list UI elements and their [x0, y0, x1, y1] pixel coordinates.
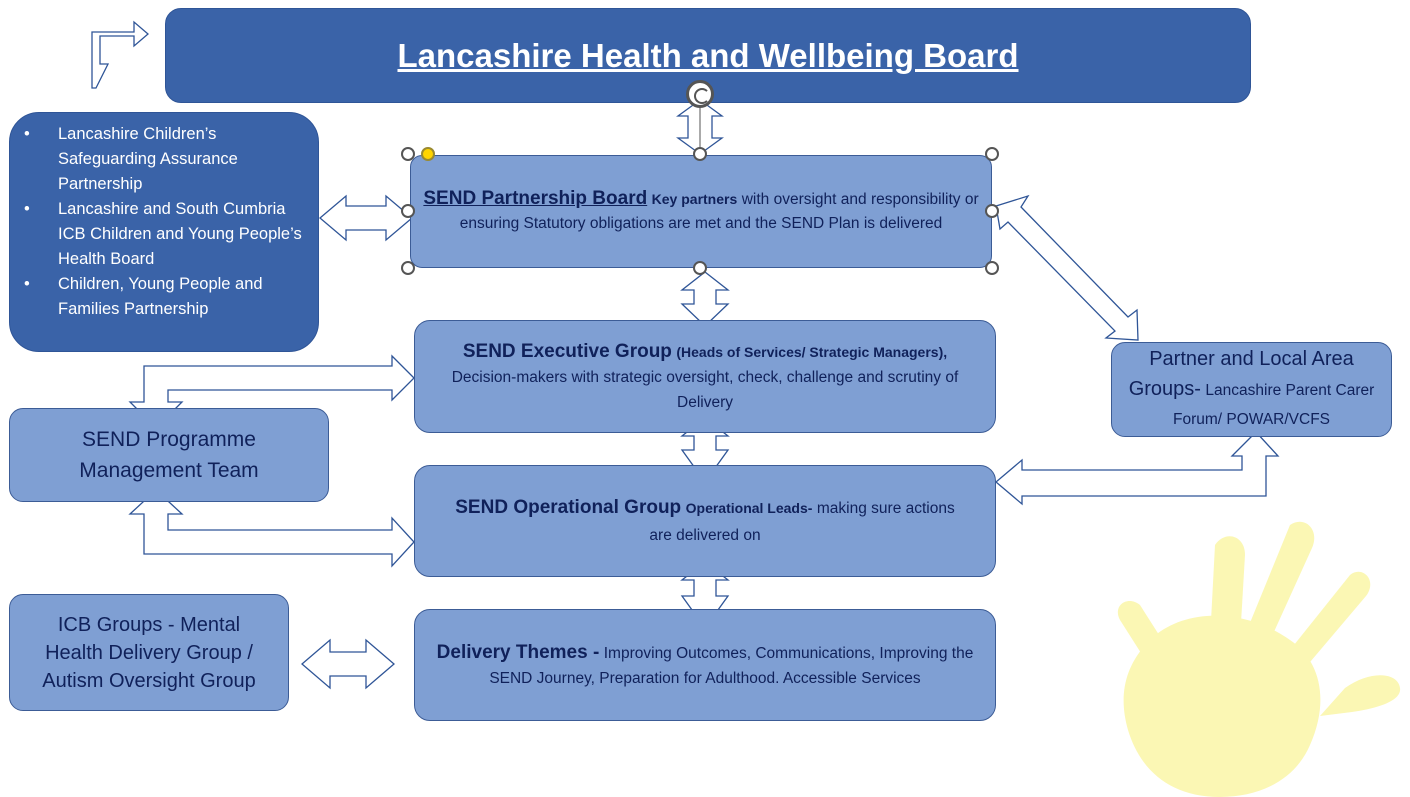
resize-handle-s[interactable] [693, 261, 707, 275]
arrow-partnership-partner-groups [995, 194, 1139, 341]
operational-group-text: SEND Operational Group Operational Leads… [455, 494, 955, 549]
executive-group-bold: (Heads of Services/ Strategic Managers), [676, 343, 948, 360]
list-item: Lancashire Children’s Safeguarding Assur… [24, 122, 308, 197]
partner-local-area-groups-box[interactable]: Partner and Local Area Groups- Lancashir… [1111, 342, 1392, 437]
executive-group-heading: SEND Executive Group [462, 340, 672, 362]
list-item: Children, Young People and Families Part… [24, 272, 308, 322]
safeguarding-partnerships-box[interactable]: Lancashire Children’s Safeguarding Assur… [9, 112, 319, 352]
partnership-board-bold: Key partners [651, 191, 738, 207]
send-partnership-board-box[interactable]: SEND Partnership Board Key partners with… [410, 155, 992, 268]
delivery-themes-box[interactable]: Delivery Themes - Improving Outcomes, Co… [414, 609, 996, 721]
operational-group-desc: making sure actions are delivered on [649, 499, 955, 544]
partner-groups-desc: Lancashire Parent Carer Forum/ POWAR/VCF… [1172, 382, 1375, 428]
resize-handle-nw[interactable] [401, 147, 415, 161]
arrow-icb-delivery [301, 638, 395, 690]
adjust-handle[interactable] [421, 147, 435, 161]
send-operational-group-box[interactable]: SEND Operational Group Operational Leads… [414, 465, 996, 577]
arrow-partner-operational [994, 431, 1280, 506]
delivery-themes-text: Delivery Themes - Improving Outcomes, Co… [433, 640, 977, 691]
icb-groups-box[interactable]: ICB Groups - Mental Health Delivery Grou… [9, 594, 289, 711]
partner-groups-heading: Partner and Local Area Groups- [1128, 348, 1354, 400]
executive-group-desc: Decision-makers with strategic oversight… [451, 368, 959, 411]
yellow-handprint-icon [1117, 521, 1401, 797]
operational-group-heading: SEND Operational Group [455, 496, 682, 518]
icb-groups-text: ICB Groups - Mental Health Delivery Grou… [42, 613, 256, 692]
resize-handle-se[interactable] [985, 261, 999, 275]
board-title: Lancashire Health and Wellbeing Board [397, 36, 1019, 74]
executive-group-text: SEND Executive Group (Heads of Services/… [441, 339, 969, 415]
operational-group-bold: Operational Leads- [685, 499, 813, 516]
resize-handle-sw[interactable] [401, 261, 415, 275]
partner-groups-text: Partner and Local Area Groups- Lancashir… [1120, 345, 1383, 434]
list-item: Lancashire and South Cumbria ICB Childre… [24, 197, 308, 272]
send-executive-group-box[interactable]: SEND Executive Group (Heads of Services/… [414, 320, 996, 433]
partnership-board-desc: with oversight and responsibility or ens… [459, 191, 979, 232]
delivery-themes-heading: Delivery Themes - [436, 641, 600, 663]
bent-arrow-top-left [91, 20, 149, 89]
arrow-safeguarding-partnership [318, 194, 414, 242]
partnership-board-text: SEND Partnership Board Key partners with… [423, 187, 979, 236]
send-programme-team-box[interactable]: SEND Programme Management Team [9, 408, 329, 502]
resize-handle-w[interactable] [401, 204, 415, 218]
arrow-partnership-executive [680, 271, 730, 327]
safeguarding-list: Lancashire Children’s Safeguarding Assur… [10, 122, 308, 322]
delivery-themes-desc: Improving Outcomes, Communications, Impr… [489, 644, 974, 687]
rotate-handle-icon[interactable] [686, 80, 714, 108]
resize-handle-n[interactable] [693, 147, 707, 161]
programme-team-text: SEND Programme Management Team [79, 428, 259, 482]
partnership-board-heading: SEND Partnership Board [423, 188, 648, 209]
resize-handle-e[interactable] [985, 204, 999, 218]
resize-handle-ne[interactable] [985, 147, 999, 161]
